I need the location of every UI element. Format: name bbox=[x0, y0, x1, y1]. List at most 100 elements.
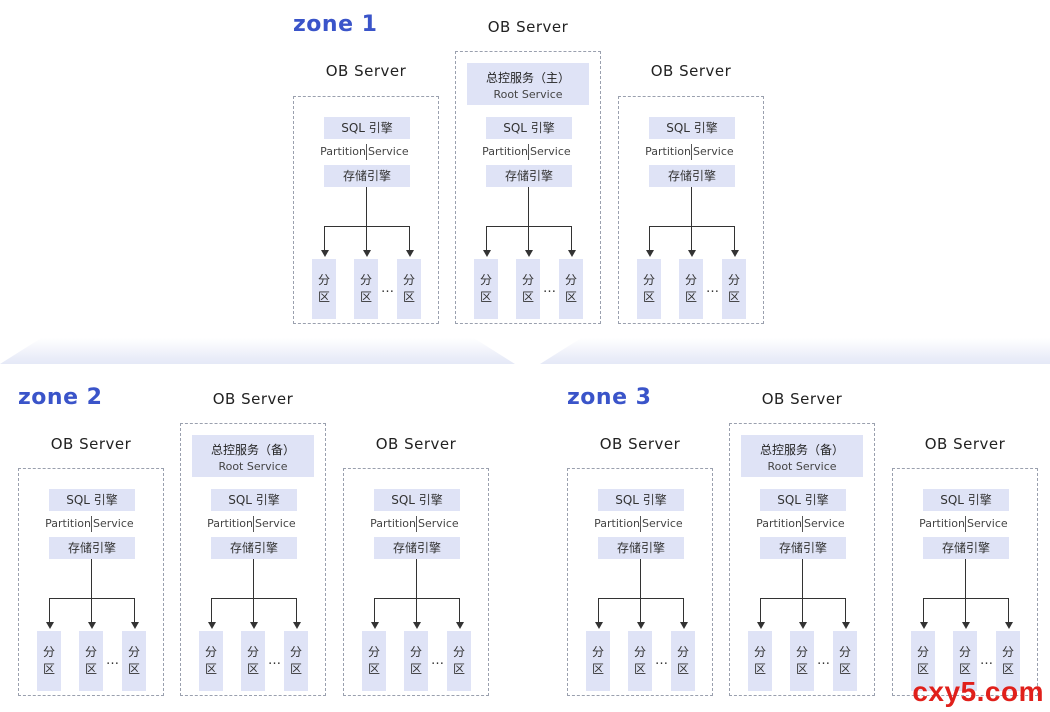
arrow-down-icon bbox=[961, 622, 970, 629]
partition-box: 分区 bbox=[79, 631, 103, 691]
partition-char: 区 bbox=[289, 662, 302, 676]
storage-engine-box: 存储引擎 bbox=[760, 537, 846, 559]
partition-char: 分 bbox=[633, 645, 646, 659]
partition-box: 分区 bbox=[722, 259, 746, 319]
partition-box: 分区 bbox=[312, 259, 336, 319]
divider bbox=[366, 144, 367, 160]
divider bbox=[91, 516, 92, 532]
partition-label: Partition bbox=[320, 145, 366, 158]
server-label: OB Server bbox=[375, 435, 457, 453]
server-label: OB Server bbox=[924, 435, 1006, 453]
storage-engine-box: 存储引擎 bbox=[649, 165, 735, 187]
partition-char: 区 bbox=[916, 662, 929, 676]
partition-char: 区 bbox=[521, 290, 534, 304]
partition-char: 分 bbox=[402, 273, 415, 287]
connector-stem bbox=[802, 559, 803, 599]
arrow-down-icon bbox=[636, 622, 645, 629]
partition-label: Partition bbox=[45, 517, 91, 530]
partition-label: Partition bbox=[645, 145, 691, 158]
service-label: Service bbox=[368, 145, 409, 158]
connector-stem bbox=[965, 559, 966, 599]
server-label: OB Server bbox=[761, 390, 843, 408]
partition-char: 分 bbox=[359, 273, 372, 287]
partition-char: 区 bbox=[204, 662, 217, 676]
server-label: OB Server bbox=[650, 62, 732, 80]
arrow-down-icon bbox=[841, 622, 850, 629]
storage-engine-box: 存储引擎 bbox=[374, 537, 460, 559]
connector-drop bbox=[211, 598, 212, 624]
arrow-down-icon bbox=[362, 250, 371, 257]
connector-stem bbox=[91, 559, 92, 599]
connector-drop bbox=[409, 226, 410, 252]
partition-char: 分 bbox=[367, 645, 380, 659]
partition-char: 分 bbox=[591, 645, 604, 659]
partition-char: 区 bbox=[642, 290, 655, 304]
storage-engine-box: 存储引擎 bbox=[486, 165, 572, 187]
service-label: Service bbox=[418, 517, 459, 530]
partition-box: 分区 bbox=[447, 631, 471, 691]
service-label: Service bbox=[642, 517, 683, 530]
partition-char: 分 bbox=[479, 273, 492, 287]
partition-box: 分区 bbox=[241, 631, 265, 691]
divider bbox=[528, 144, 529, 160]
connector-stem bbox=[366, 187, 367, 227]
zone-connector-right bbox=[540, 338, 1050, 364]
arrow-down-icon bbox=[567, 250, 576, 257]
divider bbox=[691, 144, 692, 160]
root-service-box: 总控服务（主）Root Service bbox=[467, 63, 589, 105]
ellipsis: … bbox=[655, 653, 669, 668]
storage-engine-box: 存储引擎 bbox=[49, 537, 135, 559]
partition-box: 分区 bbox=[637, 259, 661, 319]
partition-box: 分区 bbox=[748, 631, 772, 691]
partition-char: 区 bbox=[958, 662, 971, 676]
partition-box: 分区 bbox=[37, 631, 61, 691]
partition-char: 区 bbox=[409, 662, 422, 676]
partition-char: 分 bbox=[676, 645, 689, 659]
partition-box: 分区 bbox=[354, 259, 378, 319]
arrow-down-icon bbox=[249, 622, 258, 629]
arrow-down-icon bbox=[919, 622, 928, 629]
partition-label: Partition bbox=[482, 145, 528, 158]
partition-char: 分 bbox=[409, 645, 422, 659]
arrow-down-icon bbox=[679, 622, 688, 629]
partition-box: 分区 bbox=[199, 631, 223, 691]
connector-drop bbox=[923, 598, 924, 624]
partition-char: 区 bbox=[317, 290, 330, 304]
partition-char: 区 bbox=[359, 290, 372, 304]
service-label: Service bbox=[530, 145, 571, 158]
partition-box: 分区 bbox=[516, 259, 540, 319]
connector-drop bbox=[802, 598, 803, 624]
connector-drop bbox=[366, 226, 367, 252]
partition-char: 区 bbox=[684, 290, 697, 304]
storage-engine-box: 存储引擎 bbox=[923, 537, 1009, 559]
ellipsis: … bbox=[817, 653, 831, 668]
sql-engine-box: SQL 引擎 bbox=[649, 117, 735, 139]
arrow-down-icon bbox=[45, 622, 54, 629]
root-service-name: 总控服务（主） bbox=[485, 71, 570, 85]
connector-stem bbox=[528, 187, 529, 227]
partition-char: 分 bbox=[42, 645, 55, 659]
partition-char: 区 bbox=[727, 290, 740, 304]
arrow-down-icon bbox=[730, 250, 739, 257]
root-service-name: 总控服务（备） bbox=[759, 443, 844, 457]
partition-char: 区 bbox=[367, 662, 380, 676]
partition-char: 分 bbox=[1001, 645, 1014, 659]
sql-engine-box: SQL 引擎 bbox=[211, 489, 297, 511]
arrow-down-icon bbox=[320, 250, 329, 257]
partition-char: 分 bbox=[958, 645, 971, 659]
connector-stem bbox=[253, 559, 254, 599]
partition-box: 分区 bbox=[586, 631, 610, 691]
root-service-box: 总控服务（备）Root Service bbox=[741, 435, 863, 477]
partition-char: 分 bbox=[84, 645, 97, 659]
